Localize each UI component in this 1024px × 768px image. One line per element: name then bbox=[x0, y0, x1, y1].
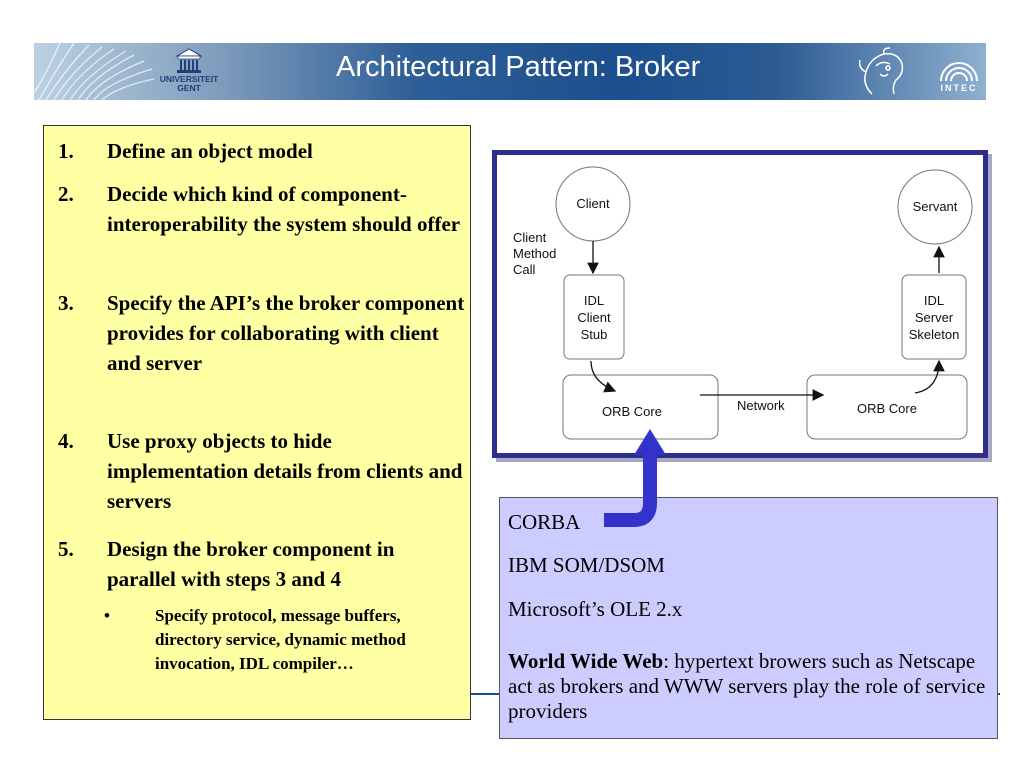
step-text: Design the broker component in parallel … bbox=[107, 537, 395, 591]
step-number: 1. bbox=[58, 139, 74, 163]
idl-server-skeleton-line1: IDL bbox=[924, 293, 944, 308]
network-label: Network bbox=[737, 398, 785, 413]
step-number: 4. bbox=[58, 429, 74, 453]
stub-to-orb-arrow bbox=[590, 360, 617, 393]
bullet-icon: • bbox=[104, 606, 110, 625]
orb-core-left-label: ORB Core bbox=[602, 404, 662, 419]
university-name: UNIVERSITEIT GENT bbox=[144, 75, 234, 93]
servant-node bbox=[897, 169, 973, 245]
idl-server-skeleton-line2: Server bbox=[915, 310, 954, 325]
callout-arrow-icon bbox=[604, 429, 666, 527]
client-method-call-line1: Client bbox=[513, 230, 547, 245]
idl-client-stub-line1: IDL bbox=[584, 293, 604, 308]
orb-core-left-node bbox=[562, 374, 719, 440]
example-ibm: IBM SOM/DSOM bbox=[508, 553, 665, 577]
client-method-call-line2: Method bbox=[513, 246, 556, 261]
university-building-icon bbox=[175, 48, 203, 73]
example-ole: Microsoft’s OLE 2.x bbox=[508, 597, 683, 621]
servant-label: Servant bbox=[913, 199, 958, 214]
orb-core-right-node bbox=[806, 374, 968, 440]
client-label: Client bbox=[576, 196, 610, 211]
www-description: : hypertext browers such as Netscape act… bbox=[508, 649, 986, 723]
idl-client-stub-line2: Client bbox=[577, 310, 611, 325]
intec-logo: INTEC bbox=[936, 47, 982, 97]
university-name-line1: UNIVERSITEIT bbox=[159, 74, 219, 84]
orb-to-skeleton-arrow bbox=[914, 359, 945, 394]
step-number: 5. bbox=[58, 537, 74, 561]
grass-decoration bbox=[34, 43, 154, 100]
example-corba: CORBA bbox=[508, 510, 581, 534]
intec-arc-icon bbox=[940, 62, 978, 82]
intec-name: INTEC bbox=[940, 83, 978, 93]
step-text: Define an object model bbox=[107, 139, 313, 163]
orb-core-right-label: ORB Core bbox=[857, 401, 917, 416]
step-number: 2. bbox=[58, 182, 74, 206]
steps-list: 1. Define an object model 2. Decide whic… bbox=[43, 125, 471, 720]
step-text: Decide which kind of component-interoper… bbox=[107, 182, 461, 236]
page-title: Architectural Pattern: Broker bbox=[336, 51, 701, 83]
step-text: Use proxy objects to hide implementation… bbox=[107, 429, 463, 513]
idl-client-stub-node bbox=[563, 274, 625, 360]
client-method-call-line3: Call bbox=[513, 262, 536, 277]
idl-client-stub-line3: Stub bbox=[581, 327, 608, 342]
header-banner: UNIVERSITEIT GENT Architectural Pattern:… bbox=[34, 43, 986, 100]
idl-server-skeleton-node bbox=[901, 274, 967, 360]
broker-diagram: Client Servant Client Method Call IDL Cl… bbox=[492, 150, 988, 458]
example-www: World Wide Web: hypertext browers such a… bbox=[508, 649, 988, 724]
broker-diagram-svg: Client Servant Client Method Call IDL Cl… bbox=[513, 166, 973, 440]
university-name-line2: GENT bbox=[177, 83, 201, 93]
minerva-head-icon bbox=[858, 47, 904, 95]
examples-box: CORBA IBM SOM/DSOM Microsoft’s OLE 2.x W… bbox=[499, 497, 998, 739]
university-logo: UNIVERSITEIT GENT bbox=[144, 47, 234, 97]
step-text: Specify the API’s the broker component p… bbox=[107, 291, 465, 375]
sub-step-text: Specify protocol, message buffers, direc… bbox=[155, 606, 406, 673]
idl-server-skeleton-line3: Skeleton bbox=[909, 327, 960, 342]
www-label: World Wide Web bbox=[508, 649, 664, 673]
step-number: 3. bbox=[58, 291, 74, 315]
